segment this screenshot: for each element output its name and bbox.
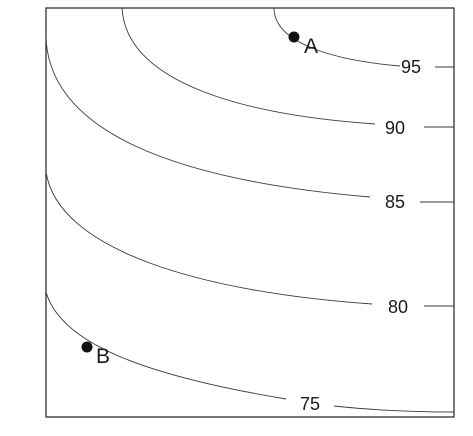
contour-label-80: 80 xyxy=(388,297,408,317)
point-b-label: B xyxy=(96,345,110,368)
contour-line-90 xyxy=(121,7,376,125)
contour-line-75 xyxy=(45,291,287,400)
contour-label-95: 95 xyxy=(401,57,421,77)
contour-line-80 xyxy=(45,171,373,305)
contour-label-75: 75 xyxy=(300,394,320,414)
contour-line-75-tail xyxy=(333,405,455,413)
contour-label-85: 85 xyxy=(385,192,405,212)
point-a-label: A xyxy=(304,35,318,58)
point-b-marker xyxy=(81,341,93,353)
point-a-marker xyxy=(288,31,300,43)
contour-label-90: 90 xyxy=(385,118,405,138)
plot-frame xyxy=(45,7,455,418)
contour-line-85 xyxy=(45,37,371,198)
contour-line-95 xyxy=(273,7,401,67)
